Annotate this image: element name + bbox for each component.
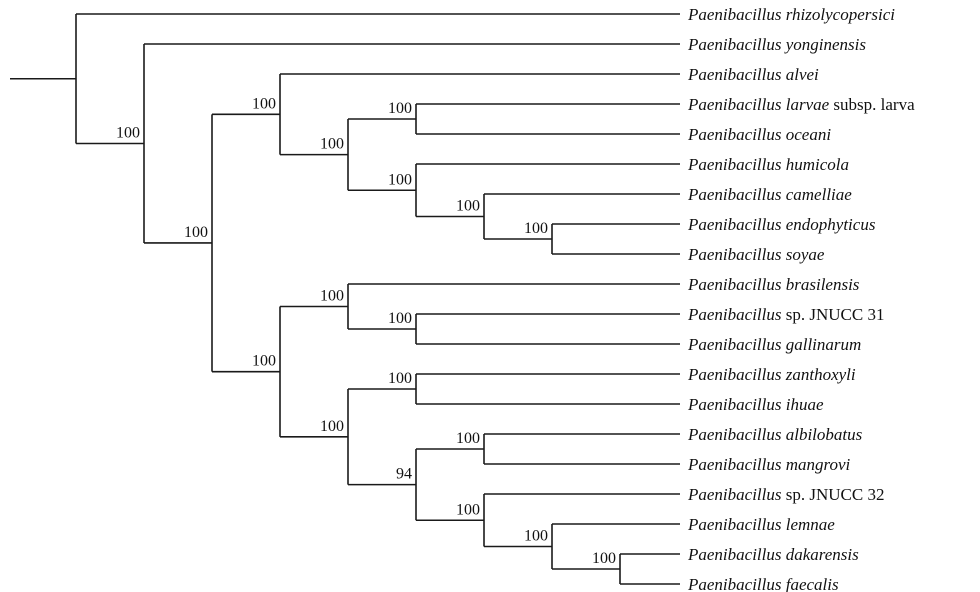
taxon-epithet: lemnae [781,515,835,534]
bootstrap-support-value: 100 [456,198,480,215]
bootstrap-support-value: 100 [320,418,344,435]
bootstrap-support-value: 100 [320,136,344,153]
taxon-label: Paenibacillus albilobatus [687,425,863,444]
bootstrap-support-value: 100 [456,501,480,518]
taxon-label: Paenibacillus endophyticus [687,215,876,234]
taxon-epithet: humicola [781,155,849,174]
taxon-genus: Paenibacillus [687,185,782,204]
taxon-genus: Paenibacillus [687,155,782,174]
taxon-genus: Paenibacillus [687,545,782,564]
taxon-label: Paenibacillus camelliae [687,185,852,204]
taxon-epithet: gallinarum [781,335,861,354]
bootstrap-support-value: 100 [592,550,616,567]
taxon-genus: Paenibacillus [687,305,782,324]
bootstrap-support-value: 100 [252,353,276,370]
taxon-label: Paenibacillus zanthoxyli [687,365,856,384]
taxon-genus: Paenibacillus [687,5,782,24]
taxon-qualifier: subsp. larva [829,95,915,114]
taxon-epithet: soyae [781,245,824,264]
taxon-epithet: camelliae [781,185,852,204]
taxon-genus: Paenibacillus [687,125,782,144]
taxon-genus: Paenibacillus [687,215,782,234]
bootstrap-support-value: 100 [524,220,548,237]
tree-branches [10,13,680,585]
taxon-label: Paenibacillus dakarensis [687,545,859,564]
taxon-genus: Paenibacillus [687,275,782,294]
taxon-label: Paenibacillus rhizolycopersici [687,5,895,24]
taxon-label: Paenibacillus brasilensis [687,275,860,294]
taxon-genus: Paenibacillus [687,515,782,534]
taxon-label: Paenibacillus gallinarum [687,335,861,354]
taxon-label: Paenibacillus soyae [687,245,825,264]
taxon-qualifier: sp. JNUCC 31 [781,305,884,324]
taxon-genus: Paenibacillus [687,245,782,264]
taxon-label: Paenibacillus alvei [687,65,819,84]
taxon-epithet: zanthoxyli [781,365,855,384]
taxon-label: Paenibacillus yonginensis [687,35,866,54]
taxon-epithet: mangrovi [781,455,850,474]
taxon-label: Paenibacillus ihuae [687,395,824,414]
bootstrap-support-value: 100 [388,171,412,188]
taxon-label: Paenibacillus faecalis [687,575,839,592]
bootstrap-support-value: 100 [456,430,480,447]
taxon-genus: Paenibacillus [687,395,782,414]
taxon-genus: Paenibacillus [687,95,782,114]
taxon-epithet: brasilensis [781,275,859,294]
taxon-label: Paenibacillus sp. JNUCC 32 [687,485,884,504]
taxon-genus: Paenibacillus [687,65,782,84]
taxon-label: Paenibacillus lemnae [687,515,835,534]
taxon-genus: Paenibacillus [687,35,782,54]
taxon-labels: Paenibacillus rhizolycopersiciPaenibacil… [687,5,915,592]
taxon-epithet: dakarensis [781,545,859,564]
bootstrap-support-value: 100 [116,124,140,141]
bootstrap-support-value: 100 [184,224,208,241]
taxon-epithet: faecalis [781,575,839,592]
bootstrap-support-value: 100 [388,370,412,387]
taxon-label: Paenibacillus oceani [687,125,831,144]
taxon-label: Paenibacillus mangrovi [687,455,851,474]
bootstrap-support-value: 100 [388,100,412,117]
bootstrap-support-value: 100 [320,288,344,305]
taxon-genus: Paenibacillus [687,365,782,384]
taxon-qualifier: sp. JNUCC 32 [781,485,884,504]
taxon-genus: Paenibacillus [687,455,782,474]
taxon-epithet: yonginensis [781,35,866,54]
taxon-genus: Paenibacillus [687,425,782,444]
bootstrap-support-value: 100 [524,528,548,545]
taxon-genus: Paenibacillus [687,575,782,592]
taxon-label: Paenibacillus sp. JNUCC 31 [687,305,884,324]
taxon-epithet: oceani [781,125,831,144]
taxon-epithet: ihuae [781,395,823,414]
bootstrap-support-value: 100 [388,310,412,327]
taxon-label: Paenibacillus humicola [687,155,849,174]
taxon-label: Paenibacillus larvae subsp. larva [687,95,915,114]
support-values: 100 100 100 100 100 100 100 100 100 100 100 100 100 9… [116,95,616,567]
taxon-genus: Paenibacillus [687,335,782,354]
taxon-epithet: larvae [781,95,829,114]
taxon-epithet: rhizolycopersici [781,5,895,24]
taxon-epithet: endophyticus [781,215,875,234]
bootstrap-support-value: 94 [396,466,412,483]
taxon-epithet: albilobatus [781,425,862,444]
taxon-epithet: alvei [781,65,819,84]
taxon-genus: Paenibacillus [687,485,782,504]
bootstrap-support-value: 100 [252,95,276,112]
